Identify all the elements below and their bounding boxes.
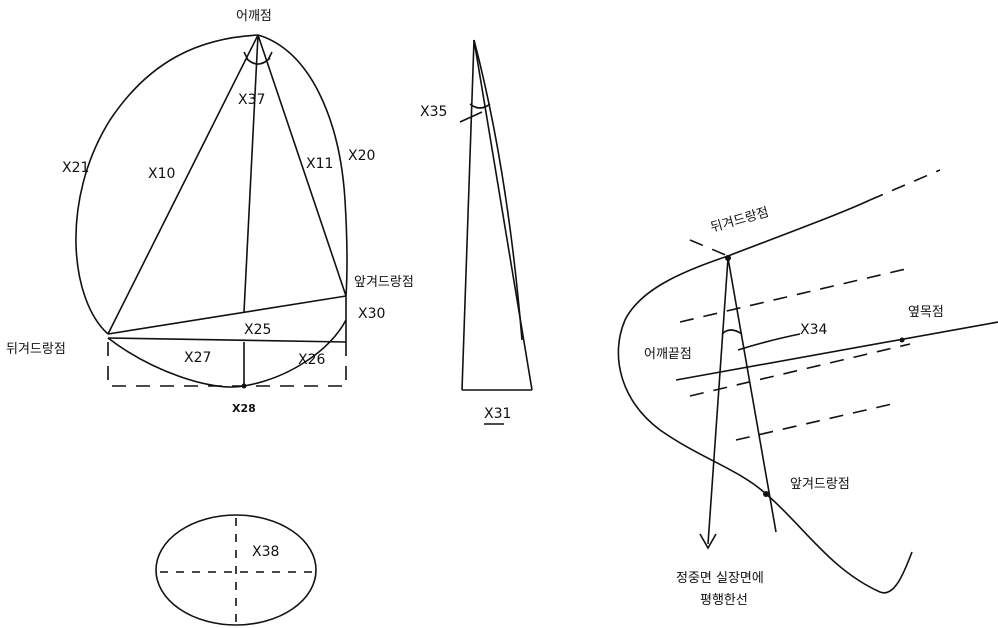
armhole-curve-front	[257, 34, 348, 297]
triangle-inner-curve	[473, 39, 523, 341]
armhole-curve	[617, 255, 913, 594]
shoulder-line	[675, 321, 998, 381]
figure-armhole-outline	[75, 34, 348, 389]
note-line-2: 평행한선	[700, 592, 748, 608]
triangle-right-side	[473, 39, 533, 391]
label-shoulder-end: 어깨끝점	[644, 347, 692, 362]
note-line-1: 정중면 실장면에	[676, 571, 764, 586]
line-horizontal	[107, 337, 347, 343]
upper-dash-end	[869, 169, 941, 201]
label-x10: X10	[148, 166, 175, 182]
label-x28: X28	[232, 402, 256, 415]
label-x31: X31	[484, 406, 511, 422]
label-x30: X30	[358, 306, 385, 322]
label-x34: X34	[800, 322, 827, 338]
angle-arrows	[243, 51, 273, 61]
angle-arc-x35	[469, 103, 491, 109]
label-x37: X37	[238, 92, 265, 108]
armhole-curve-back	[75, 34, 259, 335]
neck-point-dot	[899, 337, 905, 343]
line-x11	[257, 34, 347, 297]
label-x20: X20	[348, 148, 375, 164]
label-x38: X38	[252, 544, 279, 560]
line-vertical	[243, 34, 259, 313]
label-x25: X25	[244, 322, 271, 338]
angle-arc-x34	[721, 329, 743, 335]
label-x35: X35	[420, 104, 447, 120]
x28-point	[241, 383, 247, 389]
label-back-armpit-4: 뒤겨드랑점	[709, 205, 771, 236]
dash-line-1	[679, 267, 911, 323]
label-back-armpit: 뒤겨드랑점	[6, 342, 66, 357]
line-x25	[107, 295, 347, 335]
label-x26: X26	[298, 352, 325, 368]
ellipse-outline	[155, 514, 317, 626]
figure-narrow-triangle	[459, 39, 533, 391]
label-x11: X11	[306, 156, 333, 172]
x35-leader	[459, 111, 483, 123]
triangle-left-side	[461, 39, 475, 391]
line-to-front	[727, 257, 777, 533]
figure-ellipse	[155, 514, 317, 626]
front-armpit-dot	[763, 491, 769, 497]
label-x21: X21	[62, 160, 89, 176]
upper-dash-start	[689, 239, 729, 257]
upper-back-line	[727, 199, 871, 257]
label-x27: X27	[184, 350, 211, 366]
label-front-armpit: 앞겨드랑점	[354, 275, 414, 290]
figure-shoulder-section	[617, 169, 998, 594]
arrow-head	[699, 533, 717, 550]
dash-line-2	[689, 343, 911, 397]
x34-leader	[737, 333, 801, 351]
label-front-armpit-4: 앞겨드랑점	[790, 477, 850, 492]
line-x10	[107, 34, 259, 335]
dash-line-3	[735, 403, 893, 441]
line-to-arrow	[707, 257, 729, 545]
label-neck-point: 옆목점	[908, 305, 944, 320]
label-shoulder-point: 어깨점	[236, 9, 272, 24]
